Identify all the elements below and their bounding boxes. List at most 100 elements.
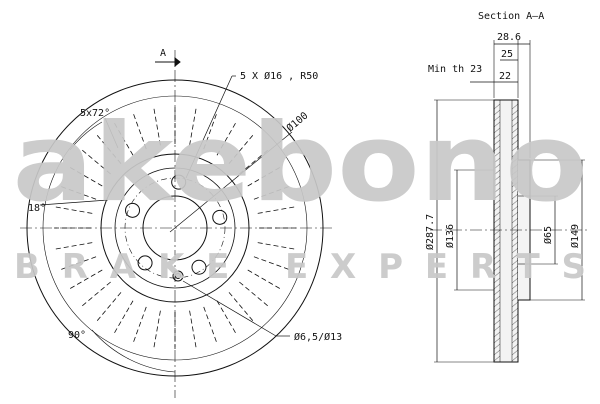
vane-line xyxy=(239,147,271,175)
outer-diameter-label: Ø287.7 xyxy=(424,214,436,250)
cooling-vanes xyxy=(51,104,299,352)
hatch-line xyxy=(493,349,501,356)
hatch-line xyxy=(511,301,519,308)
hatch-line xyxy=(511,163,519,170)
hatch-line xyxy=(493,163,501,170)
bolt-hole xyxy=(125,202,141,218)
hatch-line xyxy=(493,355,501,362)
bolt-hole xyxy=(191,259,207,275)
hatch-line xyxy=(493,265,501,272)
hatch-line xyxy=(493,259,501,266)
hatch-line xyxy=(511,187,519,194)
hatch-line xyxy=(493,295,501,302)
vane-line xyxy=(189,105,197,146)
hatch-line xyxy=(511,133,519,140)
vane-line xyxy=(94,132,122,164)
hatch-line xyxy=(511,253,519,260)
vane-line xyxy=(257,206,298,214)
hatch-line xyxy=(493,187,501,194)
vane-line xyxy=(189,310,197,351)
bolt-callout-leader xyxy=(185,75,233,179)
hatch-line xyxy=(511,247,519,254)
hatch-line xyxy=(493,169,501,176)
hatch-line xyxy=(511,319,519,326)
hatch-line xyxy=(493,211,501,218)
hatch-line xyxy=(493,133,501,140)
vane-line xyxy=(203,111,218,150)
vane-line xyxy=(132,111,147,150)
hatch-line xyxy=(511,127,519,134)
inner-diameter-label: Ø136 xyxy=(444,224,456,248)
hatch-line xyxy=(511,325,519,332)
hatch-line xyxy=(493,121,501,128)
locating-hole xyxy=(172,270,184,282)
vane-line xyxy=(216,300,238,336)
hatch-line xyxy=(493,283,501,290)
bolt-callout-label: 5 X Ø16 , R50 xyxy=(240,70,318,82)
hatch-line xyxy=(511,205,519,212)
hatch-line xyxy=(511,169,519,176)
vane-line xyxy=(153,310,161,351)
hatch-line xyxy=(493,145,501,152)
vane-line xyxy=(228,292,256,324)
hatch-line xyxy=(493,115,501,122)
brand-logo-text: akebono xyxy=(13,101,588,226)
hatch-line xyxy=(511,121,519,128)
hatch-line xyxy=(493,157,501,164)
hatch-line xyxy=(511,229,519,236)
vane-line xyxy=(253,256,292,271)
hatch-line xyxy=(511,295,519,302)
hatch-line xyxy=(493,193,501,200)
angle90-arc xyxy=(91,329,176,373)
vane-line xyxy=(132,306,147,345)
vane-line xyxy=(94,292,122,324)
vane-line xyxy=(216,120,238,156)
hatch-line xyxy=(511,259,519,266)
vane-line xyxy=(67,165,103,187)
hatch-line xyxy=(493,181,501,188)
brand-watermark: akebono BRAKE EXPERTS xyxy=(13,101,588,287)
center-bore-label: Ø65 xyxy=(542,226,554,244)
section-marker-label: A xyxy=(160,48,166,59)
hatch-line xyxy=(493,109,501,116)
hatch-line xyxy=(493,235,501,242)
section-view xyxy=(430,40,590,363)
hatch-line xyxy=(511,265,519,272)
angle-right-label: 90° xyxy=(68,330,86,341)
angle-small-label: 18° xyxy=(28,203,46,214)
hatch-line xyxy=(493,337,501,344)
hatch-line xyxy=(493,331,501,338)
hatch-line xyxy=(493,241,501,248)
hatch-line xyxy=(493,307,501,314)
bolt-hole xyxy=(171,174,187,190)
thickness-total-label: 28.6 xyxy=(497,32,521,43)
thickness-mid-label: 25 xyxy=(501,49,513,60)
hatch-line xyxy=(493,313,501,320)
hatch-line xyxy=(493,223,501,230)
hatch-line xyxy=(493,205,501,212)
hatch-line xyxy=(511,337,519,344)
vane-line xyxy=(67,269,103,291)
hatch-line xyxy=(511,307,519,314)
hatch-line xyxy=(511,109,519,116)
vane-line xyxy=(153,105,161,146)
vane-line xyxy=(52,206,93,214)
hatch-line xyxy=(511,277,519,284)
hole-leader xyxy=(182,280,277,337)
hatch-line xyxy=(511,199,519,206)
hatch-line xyxy=(493,175,501,182)
brand-tagline: BRAKE EXPERTS xyxy=(14,247,586,287)
vane-line xyxy=(203,306,218,345)
vane-line xyxy=(79,147,111,175)
dimension-labels: A 5 X Ø16 , R50 5x72° Ø100 18° 90° Ø6,5/… xyxy=(28,11,581,343)
hatch-line xyxy=(511,235,519,242)
hatch-line xyxy=(493,289,501,296)
hatch-line xyxy=(493,151,501,158)
hatch-line xyxy=(511,331,519,338)
hatch-line xyxy=(511,211,519,218)
vane-line xyxy=(239,281,271,309)
hatch-line xyxy=(511,289,519,296)
bolt-pattern-label: 5x72° xyxy=(80,108,110,119)
pattern-leader xyxy=(104,117,119,149)
section-title: Section A–A xyxy=(478,11,544,22)
